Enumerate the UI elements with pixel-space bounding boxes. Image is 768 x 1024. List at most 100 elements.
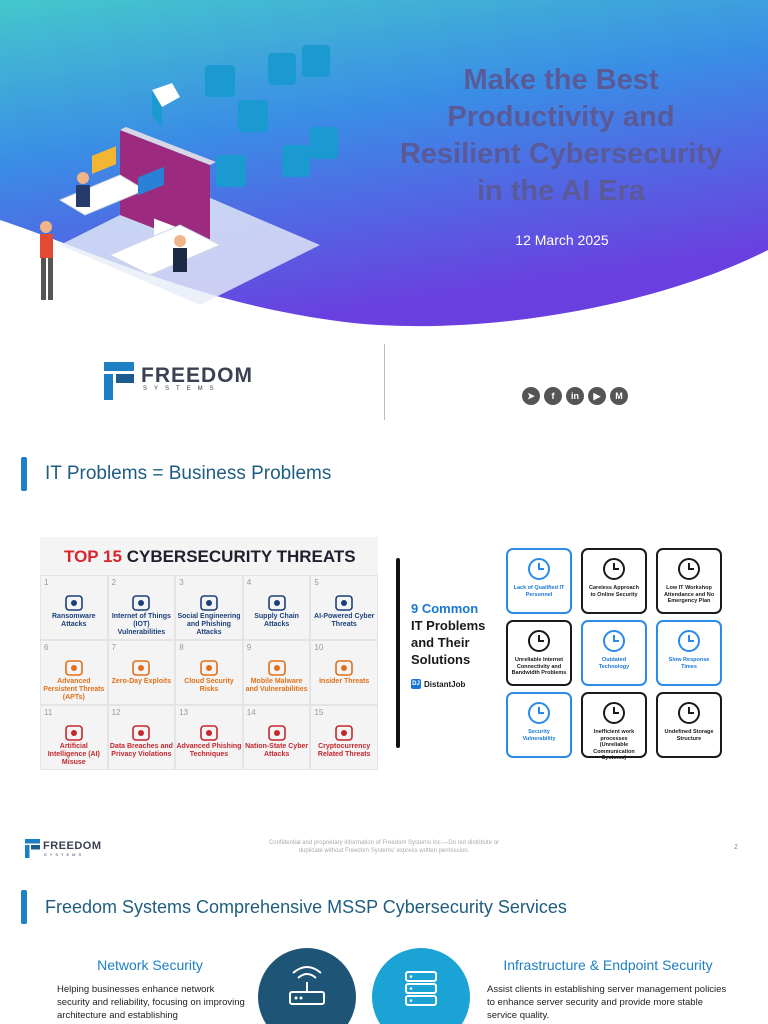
problem-icon [678,558,700,580]
problem-label: Unreliable Internet Connectivity and Ban… [511,657,567,676]
vertical-divider [384,344,385,420]
slide-footer: FREEDOM SYSTEMS Confidential and proprie… [0,832,768,862]
floating-cloud-cube-icon [152,83,180,127]
problem-icon [528,558,550,580]
facebook-icon[interactable]: f [544,387,562,405]
threat-icon [335,660,353,676]
threat-number: 6 [44,643,49,652]
problem-icon [603,702,625,724]
threat-label: AI-Powered Cyber Threats [314,613,375,628]
distantjob-logo: DJ DistantJob [411,679,465,689]
problem-icon [528,630,550,652]
freedom-logo-icon [104,362,134,400]
threat-icon [335,595,353,611]
problem-label: Low IT Workshop Attendance and No Emerge… [663,585,715,604]
cybersecurity-illustration [40,45,338,305]
footer-brand-sub: SYSTEMS [44,852,85,857]
threat-number: 3 [179,578,184,587]
threat-label: Nation-State Cyber Attacks [245,743,309,758]
threats-title-number: TOP 15 [64,547,122,566]
problem-item: Low IT Workshop Attendance and No Emerge… [656,548,722,614]
server-icon [405,971,437,1006]
confidential-notice: Confidential and proprietary information… [268,840,500,854]
threat-label: Supply Chain Attacks [254,613,299,628]
threat-label: Mobile Malware and Vulnerabilities [245,678,308,693]
problem-label: Undefined Storage Structure [664,729,714,742]
brand-name: FREEDOM [141,364,253,387]
problem-item: Slow Response Times [656,620,722,686]
cover-title-line: Productivity and [447,101,675,133]
cover-hero: Make the Best Productivity and Resilient… [0,0,768,330]
section-accent-bar [21,457,27,491]
threat-number: 4 [246,578,252,587]
cover-date: 12 March 2025 [515,232,609,248]
problems-heading: 9 Common IT Problems and Their Solutions [411,600,511,668]
threat-label: Artificial Intelligence (AI) Misuse [47,743,100,766]
threat-label: Insider Threats [319,678,370,685]
threat-number: 10 [314,643,324,652]
network-security-title: Network Security [97,957,203,973]
threat-icon [200,660,218,676]
threat-icon [267,595,286,611]
problem-label: Outdated Technology [598,657,630,670]
threat-icon [64,660,83,676]
router-icon [289,966,325,1005]
threat-number: 2 [111,578,117,587]
threat-number: 7 [111,643,117,652]
problem-label: Slow Response Times [668,657,710,670]
problem-item: Inefficient work processes (Unreliable C… [581,692,647,761]
distantjob-name: DistantJob [424,679,466,689]
slide3-title: Freedom Systems Comprehensive MSSP Cyber… [45,897,567,917]
threat-number: 15 [314,708,324,717]
problems-accent-bar [396,558,400,748]
problem-icon [528,702,550,724]
youtube-icon[interactable]: ▶ [588,387,606,405]
threats-title: TOP 15 CYBERSECURITY THREATS [64,547,356,567]
distantjob-logo-icon: DJ [411,679,421,689]
problem-label: Inefficient work processes (Unreliable C… [593,729,635,761]
footer-brand-name: FREEDOM [43,840,102,852]
problem-icon [603,558,625,580]
threat-label: Data Breaches and Privacy Violations [109,743,173,758]
threat-label: Cryptocurrency Related Threats [317,743,371,758]
cursor-icon[interactable]: ➤ [522,387,540,405]
social-links: ➤ f in ▶ M [522,387,628,405]
page-number: 2 [734,844,738,851]
problem-item: Lack of Qualified IT Personnel [506,548,572,614]
infrastructure-security-desc: Assist clients in establishing server ma… [487,984,727,1021]
threat-number: 14 [246,708,256,717]
problem-icon [678,702,700,724]
cover-title: Make the Best Productivity and Resilient… [380,62,742,210]
threat-icon [132,725,151,741]
threat-icon [335,725,353,741]
brand-sub: SYSTEMS [143,386,221,392]
threat-label: Internet of Things (IOT) Vulnerabilities [111,613,171,636]
medium-icon[interactable]: M [610,387,628,405]
it-problems-panel: 9 Common IT Problems and Their Solutions… [396,548,726,761]
threat-label: Cloud Security Risks [184,678,234,693]
problem-label: Lack of Qualified IT Personnel [513,585,565,598]
threat-icon [64,725,83,741]
threat-number: 8 [179,643,184,652]
problem-item: Unreliable Internet Connectivity and Ban… [506,620,572,686]
threat-icon [200,725,218,741]
threat-label: Ransomware Attacks [52,613,96,628]
problem-label: Security Vulnerability [522,729,556,742]
threats-title-text: CYBERSECURITY THREATS [126,547,356,566]
linkedin-icon[interactable]: in [566,387,584,405]
threat-label: Advanced Persistent Threats (APTs) [43,678,105,701]
threat-icon [64,595,83,611]
threat-number: 9 [246,643,252,652]
